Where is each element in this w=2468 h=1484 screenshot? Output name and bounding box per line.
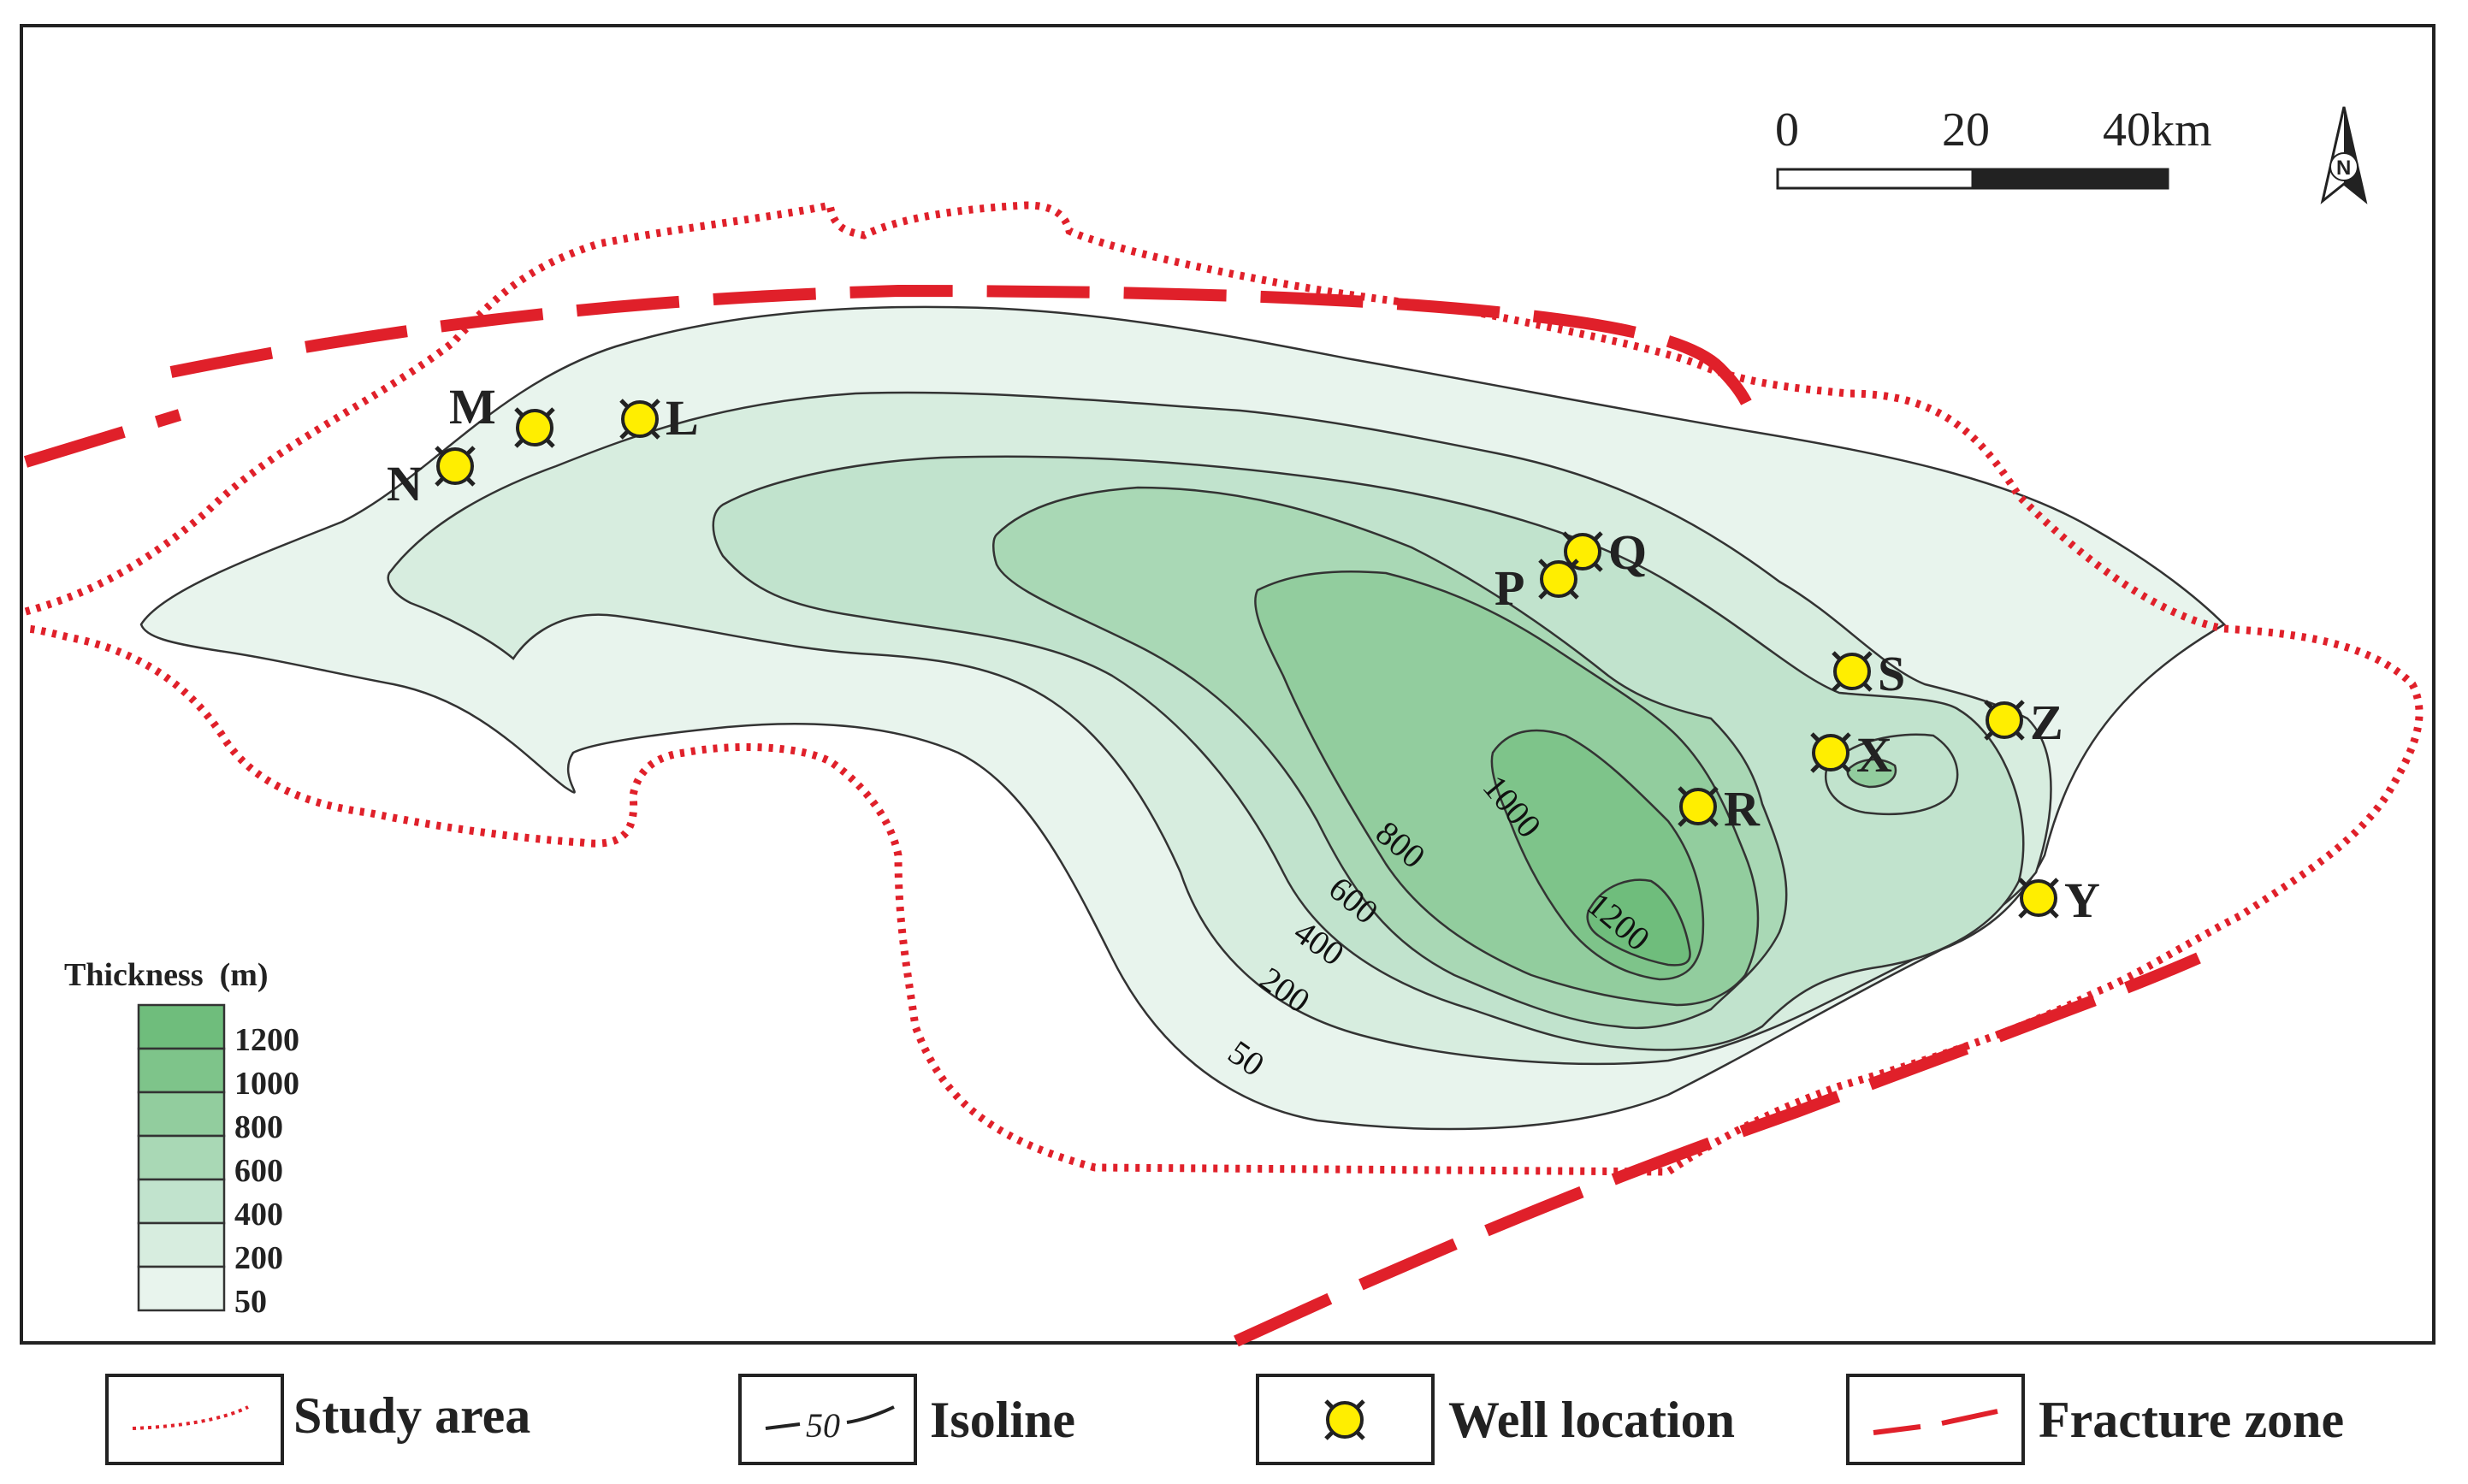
legend-label-1200: 1200 [234,1022,299,1058]
legend-swatch-1000 [137,1047,226,1094]
key-fracture-zone: Fracture zone [1846,1374,2344,1465]
fracture-line-icon [1873,1409,1998,1435]
legend-swatch-1200 [137,1003,226,1050]
well-S[interactable]: S [1832,646,1905,701]
key-fracture-box [1846,1374,2025,1465]
map-key: Study area 50 Isoline Well location Frac… [105,1374,2344,1465]
legend-swatch-50 [137,1265,226,1312]
well-Y[interactable]: Y [2018,872,2100,928]
legend-swatches [137,1003,226,1312]
zone-x-inner [1846,758,1897,789]
well-R[interactable]: R [1678,781,1761,837]
study-area-line-icon [132,1405,249,1430]
well-Q[interactable]: Q [1562,524,1647,580]
thickness-legend: Thickness (m) 1200 1000 800 600 400 200 50 [64,957,299,1320]
legend-label-400: 400 [234,1197,283,1233]
well-label-Y: Y [2064,872,2100,928]
legend-label-200: 200 [234,1240,283,1276]
fracture-zone-south [1234,952,2201,1347]
zone-1200 [1586,878,1691,967]
legend-label-800: 800 [234,1109,283,1145]
scale-tick-20: 20 [1942,103,1990,157]
scale-bar-white [1776,168,1974,190]
key-well-location: Well location [1256,1374,1735,1465]
well-label-S: S [1878,646,1905,701]
study-area-boundary [24,200,2424,1176]
well-Z[interactable]: Z [1984,695,2063,750]
well-label-P: P [1494,560,1524,616]
scale-tick-40: 40km [2103,103,2212,157]
well-label-Z: Z [2030,695,2063,750]
north-arrow-label: N [2336,157,2351,180]
legend-swatch-800 [137,1091,226,1138]
scale-tick-0: 0 [1775,103,1799,157]
well-label-L: L [666,390,699,446]
well-M[interactable]: M [449,379,555,448]
isoline-line-icon [765,1422,801,1430]
well-N[interactable]: N [387,446,476,511]
key-isoline-sample: 50 [806,1406,840,1445]
key-well-label: Well location [1448,1392,1735,1448]
key-study-area-label: Study area [293,1387,530,1444]
fracture-zone-west [23,409,182,468]
scale-bar: 0 20 40km [1775,103,2212,190]
well-P[interactable]: P [1494,559,1579,616]
legend-swatch-200 [137,1221,226,1268]
legend-label-600: 600 [234,1153,283,1189]
north-arrow: N [2320,106,2368,204]
fracture-zone-north [169,284,1760,425]
well-label-N: N [387,456,423,511]
well-X[interactable]: X [1810,727,1892,783]
fracture-zones [23,284,2201,1347]
well-label-R: R [1724,781,1761,837]
key-fracture-label: Fracture zone [2039,1392,2344,1448]
legend-label-50: 50 [234,1284,267,1320]
wells: M L N Q P S [387,379,2100,928]
well-label-Q: Q [1608,524,1647,580]
key-study-area-box [105,1374,284,1465]
legend-title: Thickness (m) [64,957,269,993]
legend-labels: 1200 1000 800 600 400 200 50 [234,1022,299,1320]
well-icon [1324,1399,1365,1440]
contour-zones [139,305,2227,1131]
legend-label-1000: 1000 [234,1066,299,1102]
scale-bar-black [1971,168,2169,190]
legend-swatch-400 [137,1178,226,1225]
well-label-M: M [449,379,496,435]
key-isoline: 50 Isoline [738,1374,1075,1465]
legend-swatch-600 [137,1134,226,1181]
key-study-area: Study area [105,1374,530,1465]
well-L[interactable]: L [619,390,699,446]
well-label-X: X [1856,727,1892,783]
key-isoline-box [738,1374,917,1465]
key-isoline-label: Isoline [930,1392,1075,1448]
